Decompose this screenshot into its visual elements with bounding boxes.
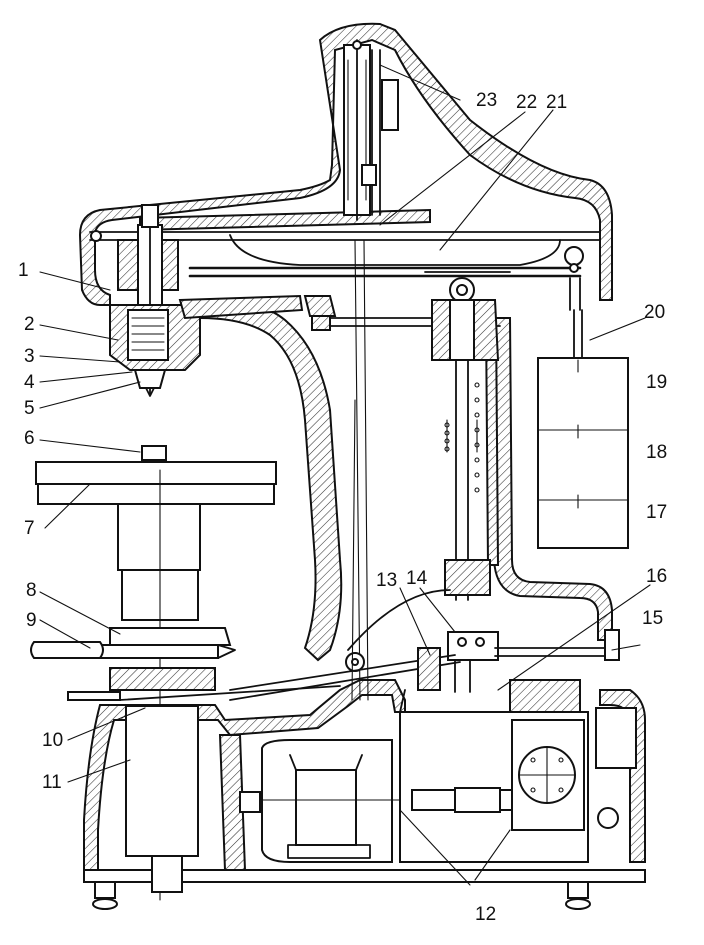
label-22: 22 <box>516 92 537 113</box>
label-17: 17 <box>646 502 667 523</box>
label-14: 14 <box>406 568 428 589</box>
weight-stack <box>537 357 629 549</box>
label-3: 3 <box>24 346 35 367</box>
label-8: 8 <box>26 580 37 601</box>
label-19: 19 <box>646 372 667 393</box>
label-20: 20 <box>644 302 665 323</box>
label-12: 12 <box>475 904 496 925</box>
label-11: 11 <box>42 772 62 793</box>
label-23: 23 <box>476 90 497 111</box>
label-7: 7 <box>24 518 35 539</box>
label-21: 21 <box>546 92 567 113</box>
label-5: 5 <box>24 398 35 419</box>
dashpot-23 <box>343 39 399 221</box>
label-13: 13 <box>376 570 397 591</box>
spindle-head <box>109 204 304 397</box>
label-4: 4 <box>24 372 35 393</box>
label-18: 18 <box>646 442 667 463</box>
frame-casting <box>78 22 646 910</box>
lever-system <box>89 208 601 359</box>
label-1: 1 <box>18 260 29 281</box>
motor-gearbox <box>239 679 637 863</box>
label-9: 9 <box>26 610 37 631</box>
label-16: 16 <box>646 566 667 587</box>
label-2: 2 <box>24 314 35 335</box>
label-6: 6 <box>24 428 35 449</box>
linkage <box>229 239 620 701</box>
label-15: 15 <box>642 608 663 629</box>
part-labels: 1 2 3 4 5 6 7 8 9 10 11 12 13 14 15 16 1… <box>18 90 667 925</box>
anvil-table <box>30 445 341 901</box>
leader-lines <box>39 64 651 886</box>
label-10: 10 <box>42 730 63 751</box>
